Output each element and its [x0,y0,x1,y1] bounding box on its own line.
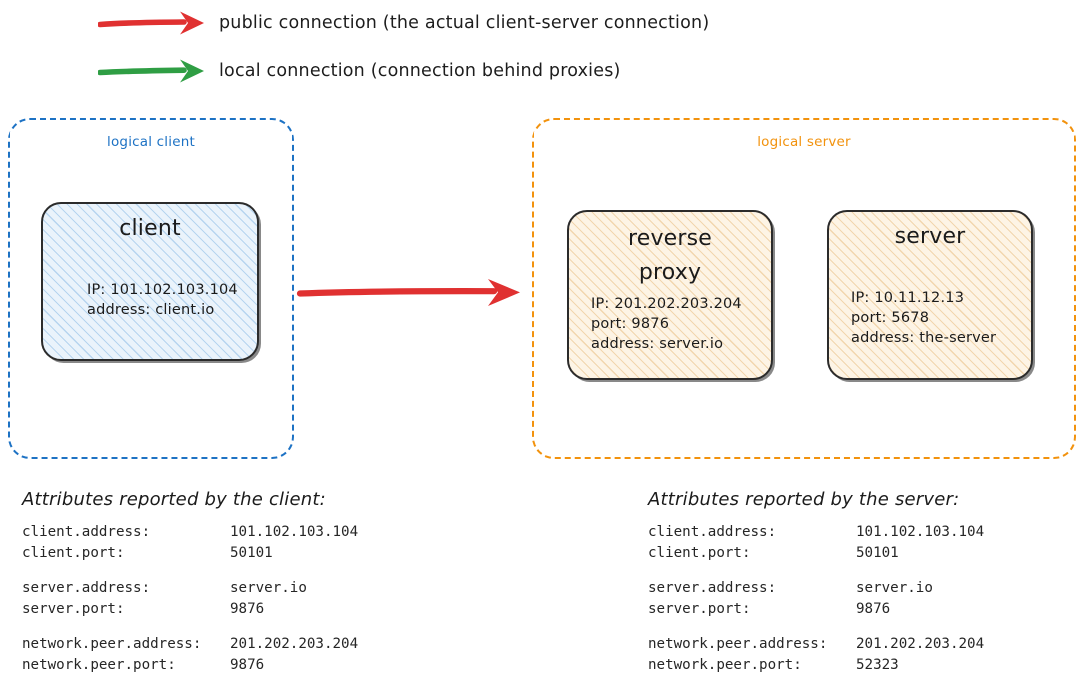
node-reverse-proxy-line-address: address: server.io [591,336,724,352]
attribute-row: server.port: 9876 [22,599,442,620]
client-attributes-group: server.address: server.io server.port: 9… [22,578,442,620]
server-attributes-group: server.address: server.io server.port: 9… [648,578,1078,620]
node-client-line-ip: IP: 101.102.103.104 [87,282,238,298]
attribute-row: network.peer.port: 9876 [22,655,442,676]
legend-label-local: local connection (connection behind prox… [219,61,621,81]
server-attributes-group: network.peer.address: 201.202.203.204 ne… [648,634,1078,676]
attribute-row: client.address: 101.102.103.104 [22,522,442,543]
attribute-value: server.io [856,580,933,596]
node-server-line-port: port: 5678 [851,310,930,326]
logical-client-zone: logical client [8,118,294,459]
node-server: server IP: 10.11.12.13 port: 5678 addres… [827,210,1033,380]
attribute-value: 9876 [230,657,265,673]
attribute-key: server.port: [22,601,125,617]
attribute-value: 9876 [856,601,891,617]
logical-server-zone-title: logical server [534,132,1074,152]
attribute-value: 9876 [230,601,265,617]
attribute-key: client.address: [22,524,151,540]
attribute-key: server.address: [22,580,151,596]
attribute-row: network.peer.address: 201.202.203.204 [22,634,442,655]
attribute-value: 101.102.103.104 [856,524,985,540]
attribute-row: network.peer.port: 52323 [648,655,1078,676]
attribute-row: server.address: server.io [648,578,1078,599]
attribute-key: client.port: [648,545,751,561]
attribute-value: 50101 [230,545,273,561]
attribute-row: client.port: 50101 [648,543,1078,564]
client-attributes-group: client.address: 101.102.103.104 client.p… [22,522,442,564]
node-reverse-proxy-title: reverse proxy [627,226,713,285]
attribute-row: client.port: 50101 [22,543,442,564]
attribute-value: server.io [230,580,307,596]
attribute-row: server.port: 9876 [648,599,1078,620]
node-server-title: server [894,224,966,249]
node-client-details: IP: 101.102.103.104 address: client.io [57,280,243,320]
logical-server-zone: logical server [532,118,1076,459]
attribute-key: server.port: [648,601,751,617]
client-attributes-title: Attributes reported by the client: [22,489,326,510]
red-arrow-icon [97,8,206,38]
server-attributes-block: Attributes reported by the server: clien… [648,487,1078,690]
client-attributes-group: network.peer.address: 201.202.203.204 ne… [22,634,442,676]
attribute-value: 50101 [856,545,899,561]
server-attributes-group: client.address: 101.102.103.104 client.p… [648,522,1078,564]
attribute-value: 52323 [856,657,899,673]
legend: public connection (the actual client-ser… [0,0,1080,100]
attribute-value: 201.202.203.204 [230,636,359,652]
attribute-row: network.peer.address: 201.202.203.204 [648,634,1078,655]
attribute-value: 201.202.203.204 [856,636,985,652]
legend-item-public: public connection (the actual client-ser… [0,8,1080,48]
legend-item-local: local connection (connection behind prox… [0,56,1080,96]
node-reverse-proxy: reverse proxy IP: 201.202.203.204 port: … [567,210,773,380]
node-client-title: client [119,216,181,241]
attribute-key: client.port: [22,545,125,561]
attribute-value: 101.102.103.104 [230,524,359,540]
attribute-key: server.address: [648,580,777,596]
client-attributes-block: Attributes reported by the client: clien… [22,487,442,690]
attribute-key: network.peer.port: [648,657,802,673]
logical-client-zone-title: logical client [10,132,292,152]
server-attributes-title: Attributes reported by the server: [648,489,960,510]
node-server-line-ip: IP: 10.11.12.13 [851,290,965,306]
green-arrow-icon [97,56,206,86]
attribute-key: client.address: [648,524,777,540]
node-reverse-proxy-details: IP: 201.202.203.204 port: 9876 address: … [583,294,757,354]
attribute-row: server.address: server.io [22,578,442,599]
node-reverse-proxy-line-port: port: 9876 [591,316,670,332]
node-client-line-address: address: client.io [87,302,215,318]
attribute-key: network.peer.address: [22,636,202,652]
attribute-key: network.peer.address: [648,636,828,652]
public-connection-arrow [296,272,526,314]
node-server-line-address: address: the-server [851,330,997,346]
legend-label-public: public connection (the actual client-ser… [219,13,710,33]
attribute-key: network.peer.port: [22,657,176,673]
node-client: client IP: 101.102.103.104 address: clie… [41,202,259,361]
attribute-row: client.address: 101.102.103.104 [648,522,1078,543]
node-server-details: IP: 10.11.12.13 port: 5678 address: the-… [843,288,1017,348]
node-reverse-proxy-line-ip: IP: 201.202.203.204 [591,296,742,312]
